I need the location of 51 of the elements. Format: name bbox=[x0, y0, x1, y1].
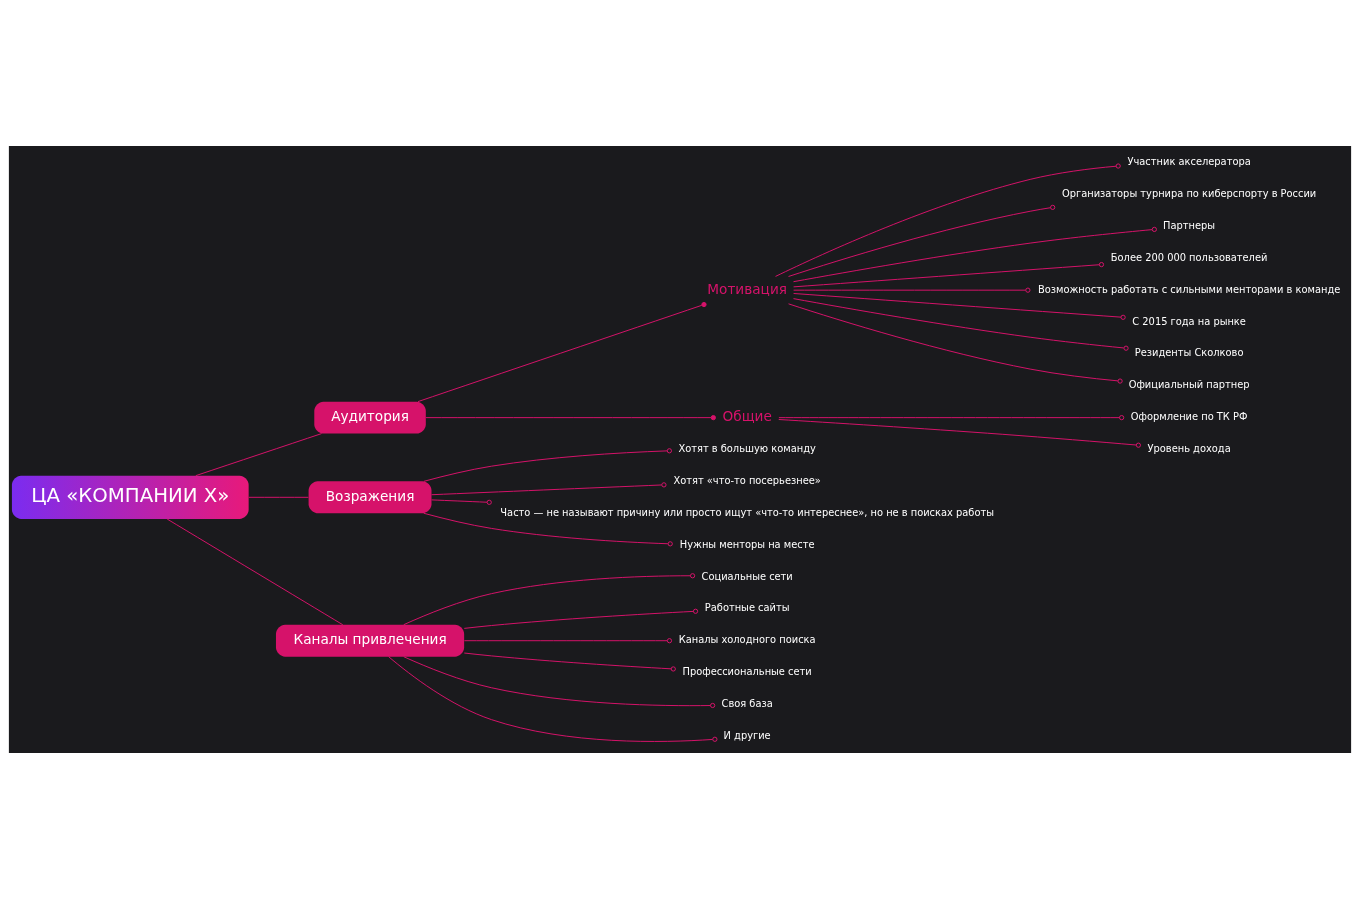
connector bbox=[793, 292, 1126, 320]
node-box: Аудитория bbox=[314, 401, 426, 434]
node-text: Мотивация bbox=[707, 280, 787, 297]
connector bbox=[778, 415, 1125, 421]
connector bbox=[788, 204, 1056, 277]
connector bbox=[793, 287, 1031, 293]
node-text: Резиденты Сколково bbox=[1134, 347, 1244, 359]
connector bbox=[425, 415, 716, 421]
node-text: Работные сайты bbox=[704, 602, 790, 614]
connector bbox=[195, 433, 323, 477]
node-text: Хотят «что-то посерьезнее» bbox=[673, 474, 821, 486]
connector bbox=[463, 638, 673, 644]
node-text: Уровень дохода bbox=[1147, 443, 1231, 455]
connector bbox=[166, 518, 344, 626]
node-text: Официальный партнер bbox=[1128, 379, 1250, 391]
connector bbox=[388, 656, 718, 742]
connector bbox=[248, 496, 309, 498]
connector bbox=[793, 226, 1157, 283]
connector bbox=[431, 482, 667, 496]
node-box: ЦА «КОМПАНИИ Х» bbox=[11, 475, 249, 519]
node-text: Общие bbox=[722, 407, 772, 424]
node-text: Часто — не называют причину или просто ищут «что-то интереснее», но не в поисках работы bbox=[500, 506, 994, 518]
node-text: И другие bbox=[723, 729, 771, 741]
node-box: Каналы привлечения bbox=[275, 624, 465, 657]
connector bbox=[403, 656, 716, 709]
node-text: С 2015 года на рынке bbox=[1132, 315, 1246, 327]
connector bbox=[423, 448, 672, 482]
connector bbox=[403, 573, 696, 626]
connector bbox=[463, 652, 676, 672]
node-text: Социальные сети bbox=[701, 570, 793, 582]
connector bbox=[431, 499, 492, 505]
connector bbox=[417, 301, 707, 403]
connector bbox=[788, 303, 1123, 384]
node-text: Организаторы турнира по киберспорту в России bbox=[1061, 188, 1317, 200]
connector bbox=[793, 261, 1105, 288]
node-text: Профессиональные сети bbox=[682, 666, 812, 678]
node-text: Своя база bbox=[721, 698, 773, 710]
node-text: Участник акселератора bbox=[1127, 156, 1251, 168]
node-text: Более 200 000 пользователей bbox=[1110, 251, 1268, 263]
node-text: Каналы холодного поиска bbox=[678, 634, 816, 646]
node-text: Возможность работать с сильными менторами в команде bbox=[1037, 283, 1341, 295]
node-text: Партнеры bbox=[1163, 220, 1216, 232]
connector bbox=[793, 298, 1129, 351]
node-text: Нужны менторы на месте bbox=[679, 538, 815, 550]
node-text: Оформление по ТК РФ bbox=[1130, 411, 1248, 423]
node-text: Хотят в большую команду bbox=[678, 443, 816, 455]
connector bbox=[463, 608, 699, 629]
connector bbox=[775, 163, 1121, 277]
node-box: Возражения bbox=[308, 481, 432, 514]
connector bbox=[778, 419, 1142, 448]
connector bbox=[423, 512, 673, 547]
